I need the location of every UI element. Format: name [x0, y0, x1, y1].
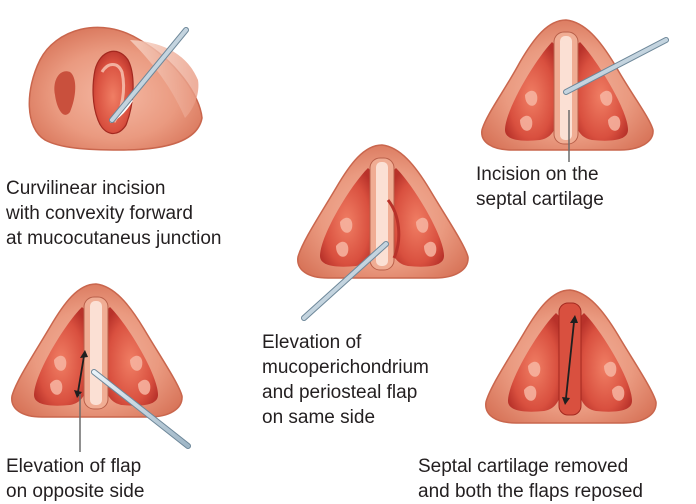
caption-line: mucoperichondrium: [262, 355, 429, 380]
caption-line: septal cartilage: [476, 187, 604, 212]
caption-same-side-elevation: Elevation of mucoperichondrium and perio…: [262, 330, 429, 430]
caption-line: and periosteal flap: [262, 380, 429, 405]
panel-same-side-elevation-illustration: [298, 145, 468, 318]
caption-line: on opposite side: [6, 479, 144, 504]
caption-line: Elevation of flap: [6, 454, 144, 479]
panel-septal-incision-illustration: [482, 20, 666, 162]
caption-line: Incision on the: [476, 162, 604, 187]
caption-line: and both the flaps reposed: [418, 479, 643, 504]
caption-line: Septal cartilage removed: [418, 454, 643, 479]
caption-septal-incision: Incision on the septal cartilage: [476, 162, 604, 212]
caption-cartilage-removed: Septal cartilage removed and both the fl…: [418, 454, 643, 504]
caption-curvilinear-incision: Curvilinear incision with convexity forw…: [6, 176, 221, 251]
panel-opposite-side-elevation-illustration: [12, 284, 188, 452]
caption-opposite-side-elevation: Elevation of flap on opposite side: [6, 454, 144, 504]
caption-line: Elevation of: [262, 330, 429, 355]
caption-line: with convexity forward: [6, 201, 221, 226]
panel-curvilinear-incision-illustration: [29, 27, 202, 150]
caption-line: on same side: [262, 405, 429, 430]
panel-cartilage-removed-illustration: [486, 290, 656, 423]
caption-line: at mucocutaneus junction: [6, 226, 221, 251]
caption-line: Curvilinear incision: [6, 176, 221, 201]
